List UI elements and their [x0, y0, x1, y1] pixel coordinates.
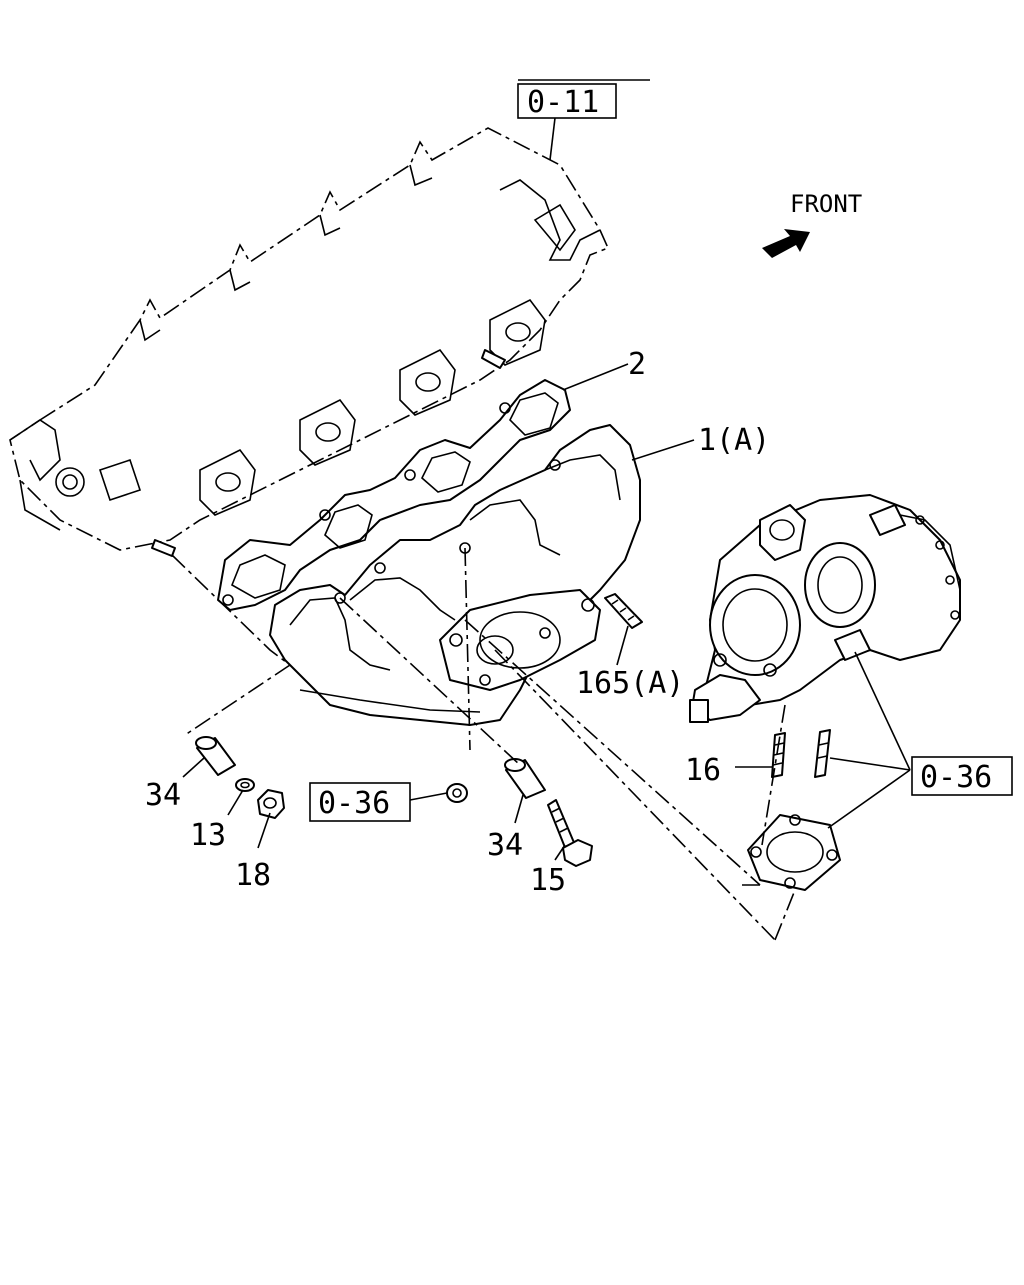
label-part-34-left[interactable]: 34: [145, 778, 181, 813]
collar[interactable]: [446, 783, 468, 803]
sleeve-34-right[interactable]: [504, 758, 546, 799]
label-part-1a[interactable]: 1(A): [698, 423, 770, 458]
cylinder-head: [9, 127, 610, 557]
front-arrow-icon: [762, 229, 810, 258]
ref-label-0-36-mid: 0-36: [318, 786, 390, 821]
sleeve-34-left[interactable]: [195, 736, 236, 776]
reference-0-11[interactable]: 0-11: [517, 79, 650, 161]
ref-label-0-11: 0-11: [527, 85, 599, 120]
label-part-18[interactable]: 18: [235, 858, 271, 893]
bolt-15[interactable]: [547, 799, 593, 867]
label-part-15[interactable]: 15: [530, 863, 566, 898]
stud-165a[interactable]: [604, 593, 643, 629]
label-part-34-right[interactable]: 34: [487, 828, 523, 863]
label-part-13[interactable]: 13: [190, 818, 226, 853]
assembly-lines: [171, 547, 796, 941]
turbo-outlet-gasket[interactable]: [747, 814, 841, 891]
label-part-165a[interactable]: 165(A): [576, 666, 684, 701]
front-label: FRONT: [790, 190, 862, 218]
ref-label-0-36-right: 0-36: [920, 760, 992, 795]
stud-16[interactable]: [771, 729, 831, 778]
reference-0-36-right[interactable]: 0-36: [911, 756, 1013, 796]
turbocharger[interactable]: [689, 494, 961, 723]
nut-18[interactable]: [257, 789, 285, 819]
callout-labels: 2 1(A) 165(A) 16 34 13 18 34 15: [145, 347, 770, 898]
label-part-2[interactable]: 2: [628, 347, 646, 382]
front-indicator: FRONT: [762, 190, 862, 258]
reference-0-36-mid[interactable]: 0-36: [309, 782, 411, 822]
callout-leaders: [182, 363, 911, 861]
exhaust-manifold[interactable]: [269, 424, 641, 726]
washer-13[interactable]: [235, 778, 255, 792]
exhaust-gasket[interactable]: [217, 379, 571, 611]
label-part-16[interactable]: 16: [685, 753, 721, 788]
